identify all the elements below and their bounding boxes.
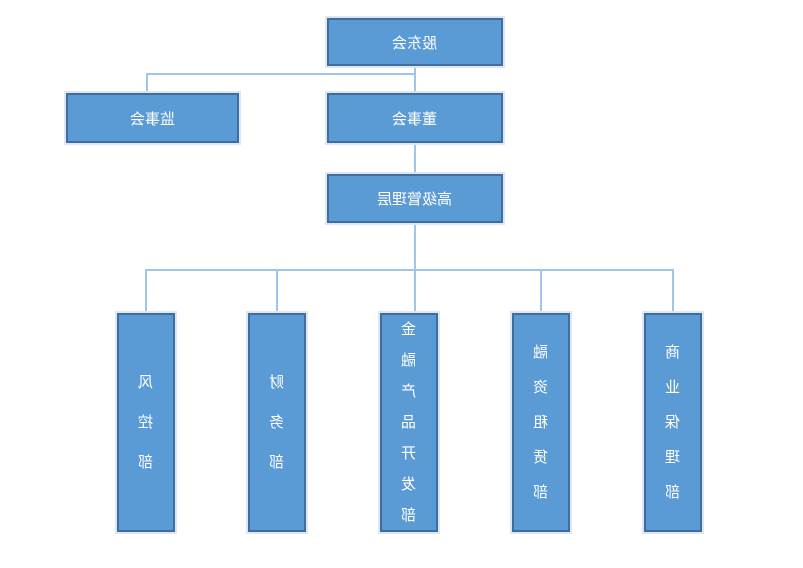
node-dept-leasing: 融资租赁部 [512,313,570,532]
node-dept-leasing-label: 融资租赁部 [533,344,549,501]
node-dept-finance: 财务部 [248,313,306,532]
connector-shareholders-board [414,66,416,93]
node-management-label: 高级管理层 [377,191,453,208]
node-dept-factoring: 商业保理部 [644,313,702,532]
node-dept-product: 金融产品开发部 [380,313,438,532]
node-supervisory: 监事会 [66,93,239,143]
connector-board-management [414,143,416,174]
node-shareholders: 股东会 [327,18,503,66]
connector-shareholders-supervisory-drop [146,73,148,93]
node-dept-risk: 风控部 [117,313,175,532]
node-board: 董事会 [327,93,503,143]
connector-drop-dept-leasing [540,269,542,313]
connector-drop-dept-finance [276,269,278,313]
connector-management-bus [414,223,416,270]
node-dept-finance-label: 财务部 [269,373,285,471]
connector-shareholders-supervisory-horizontal [146,73,415,75]
node-board-label: 董事会 [392,110,438,128]
connector-distribution-bus [145,269,674,271]
node-dept-product-label: 金融产品开发部 [401,321,417,524]
node-management: 高级管理层 [327,174,503,223]
connector-drop-dept-risk [145,269,147,313]
node-shareholders-label: 股东会 [392,34,438,52]
connector-drop-dept-factoring [672,269,674,313]
node-dept-factoring-label: 商业保理部 [665,344,681,501]
connector-drop-dept-product [414,269,416,313]
node-dept-risk-label: 风控部 [138,373,154,471]
node-supervisory-label: 监事会 [129,110,175,128]
